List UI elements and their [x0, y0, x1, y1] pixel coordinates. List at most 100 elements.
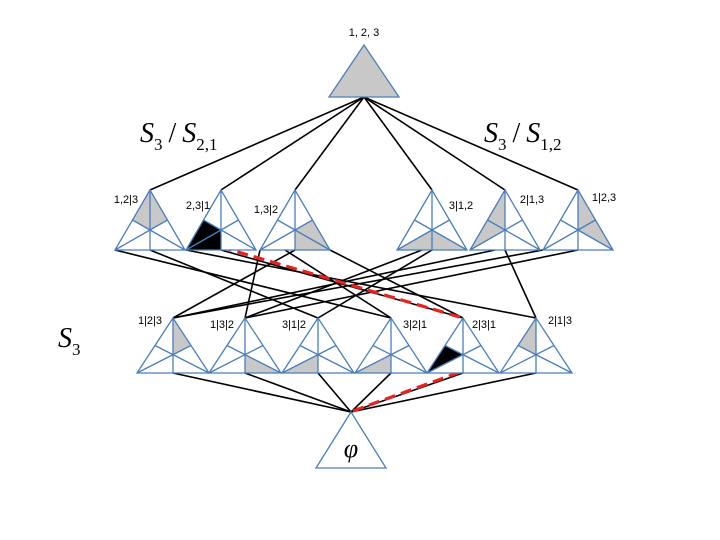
quotient-left-slash: /	[169, 118, 177, 149]
middle-label-m1: 1,2|3	[114, 194, 138, 206]
middle-label-m5: 2|1,3	[520, 194, 544, 206]
top-node-label: 1, 2, 3	[349, 27, 380, 39]
middle-node-m2	[184, 188, 258, 251]
middle-label-m6: 1|2,3	[592, 192, 616, 204]
lower-node-l2-outline	[207, 316, 283, 374]
lower-node-l4	[353, 316, 429, 374]
quotient-right-label: S3/S1,2	[484, 118, 562, 154]
lower-label-l2: 1|3|2	[210, 319, 234, 331]
group-s: S	[58, 323, 72, 354]
lower-node-l5-outline	[425, 316, 501, 374]
edge-l2-bottom	[244, 372, 352, 413]
middle-node-m5-cell-LA	[470, 220, 505, 250]
middle-node-m3	[258, 188, 332, 251]
lower-node-l3-median-r	[299, 344, 355, 374]
group-label: S3	[58, 323, 81, 359]
lower-node-l2	[207, 316, 283, 374]
middle-node-m1-cell-AL	[132, 190, 150, 230]
lower-node-l6	[498, 316, 574, 374]
middle-node-m2-median-l	[185, 219, 239, 251]
edge-m6-l2-13	[244, 249, 579, 319]
lower-node-l2-median-l	[208, 344, 264, 374]
bottom-node-triangle	[314, 410, 388, 469]
middle-node-m6-outline	[541, 188, 615, 251]
lower-node-l4-median-l	[354, 344, 410, 374]
lower-node-l3-outline	[280, 316, 356, 374]
edge-m4-l3-9	[317, 249, 433, 319]
lower-label-l4: 3|2|1	[403, 319, 427, 331]
middle-node-m6	[541, 188, 615, 251]
lower-node-l6-median-r	[517, 344, 573, 374]
lower-node-l1-median-r	[154, 344, 210, 374]
lower-node-l5-median-l	[426, 344, 482, 374]
edge-top-m6	[363, 96, 579, 191]
middle-node-m2-cell-LA	[186, 220, 221, 250]
edge-l1-bottom	[172, 372, 352, 413]
lower-node-l6-median-l	[499, 344, 555, 374]
edge-m6-l1-12	[172, 249, 544, 319]
triangle-nodes	[113, 43, 615, 469]
quotient-right-slash: /	[513, 118, 521, 149]
lower-node-l5-median-r	[444, 344, 500, 374]
lower-label-l1: 1|2|3	[138, 315, 162, 327]
middle-node-m6-median-r	[560, 219, 614, 251]
middle-node-m3-median-l	[259, 219, 313, 251]
quotient-left-sub2: 2,1	[196, 135, 217, 154]
lower-node-l5	[425, 316, 501, 374]
edge-m5-l1-10	[172, 249, 496, 319]
dashed-edge-l5-bottom	[352, 369, 464, 413]
middle-node-m5-outline	[468, 188, 542, 251]
middle-node-m1-median-l	[114, 219, 168, 251]
edge-top-m2	[220, 96, 365, 191]
quotient-left-label: S3/S2,1	[140, 118, 218, 154]
middle-node-m3-cell-RA	[295, 220, 330, 250]
middle-node-m4-median-l	[396, 219, 450, 251]
quotient-left-s2: S	[182, 118, 196, 149]
middle-node-m2-median-r	[203, 219, 257, 251]
edge-top-m5	[363, 96, 506, 191]
middle-node-m5-median-l	[469, 219, 523, 251]
top-node-triangle	[327, 43, 401, 98]
quotient-right-s: S	[484, 118, 498, 149]
lower-node-l2-median-r	[226, 344, 282, 374]
middle-label-m4: 3|1,2	[449, 200, 473, 212]
dashed-edge-m2-l5	[220, 245, 464, 320]
lower-node-l6-outline	[498, 316, 574, 374]
edge-m3-l1-5	[172, 249, 296, 319]
lower-node-l1	[135, 316, 211, 374]
edge-m5-l6-11	[504, 249, 537, 319]
dashed-highlight-edges	[220, 245, 464, 413]
middle-node-m1	[113, 188, 187, 251]
quotient-right-sub1: 3	[498, 135, 507, 154]
edge-m3-l5-7	[329, 249, 464, 319]
edge-m3-l4-6	[284, 249, 392, 319]
middle-label-m3: 1,3|2	[254, 204, 278, 216]
edge-top-m4	[363, 96, 433, 191]
quotient-right-sub2: 1,2	[540, 135, 561, 154]
lower-node-l3	[280, 316, 356, 374]
edge-m3-l2-4	[244, 249, 261, 319]
lower-node-l3-median-l	[281, 344, 337, 374]
middle-node-m1-cell-AR	[150, 190, 168, 230]
lower-node-l6-cell-AL	[518, 318, 536, 355]
edge-l6-bottom	[350, 372, 537, 413]
bottom-phi-symbol: φ	[344, 434, 358, 463]
quotient-right-s2: S	[526, 118, 540, 149]
middle-label-m2: 2,3|1	[186, 200, 210, 212]
middle-node-m1-median-r	[132, 219, 186, 251]
middle-node-m4-median-r	[414, 219, 468, 251]
lower-node-l4-outline	[353, 316, 429, 374]
middle-node-m3-median-r	[277, 219, 331, 251]
lower-node-l4-median-r	[372, 344, 428, 374]
edge-l3-bottom	[317, 372, 352, 413]
middle-node-m6-cell-RA	[578, 220, 613, 250]
middle-node-m1-outline	[113, 188, 187, 251]
middle-node-m5-cell-AL	[487, 190, 505, 230]
lower-node-l1-cell-AR	[173, 318, 191, 355]
middle-node-m5	[468, 188, 542, 251]
lower-node-l1-outline	[135, 316, 211, 374]
quotient-left-s: S	[140, 118, 154, 149]
lower-node-l1-median-l	[136, 344, 192, 374]
edge-l4-bottom	[350, 372, 392, 413]
